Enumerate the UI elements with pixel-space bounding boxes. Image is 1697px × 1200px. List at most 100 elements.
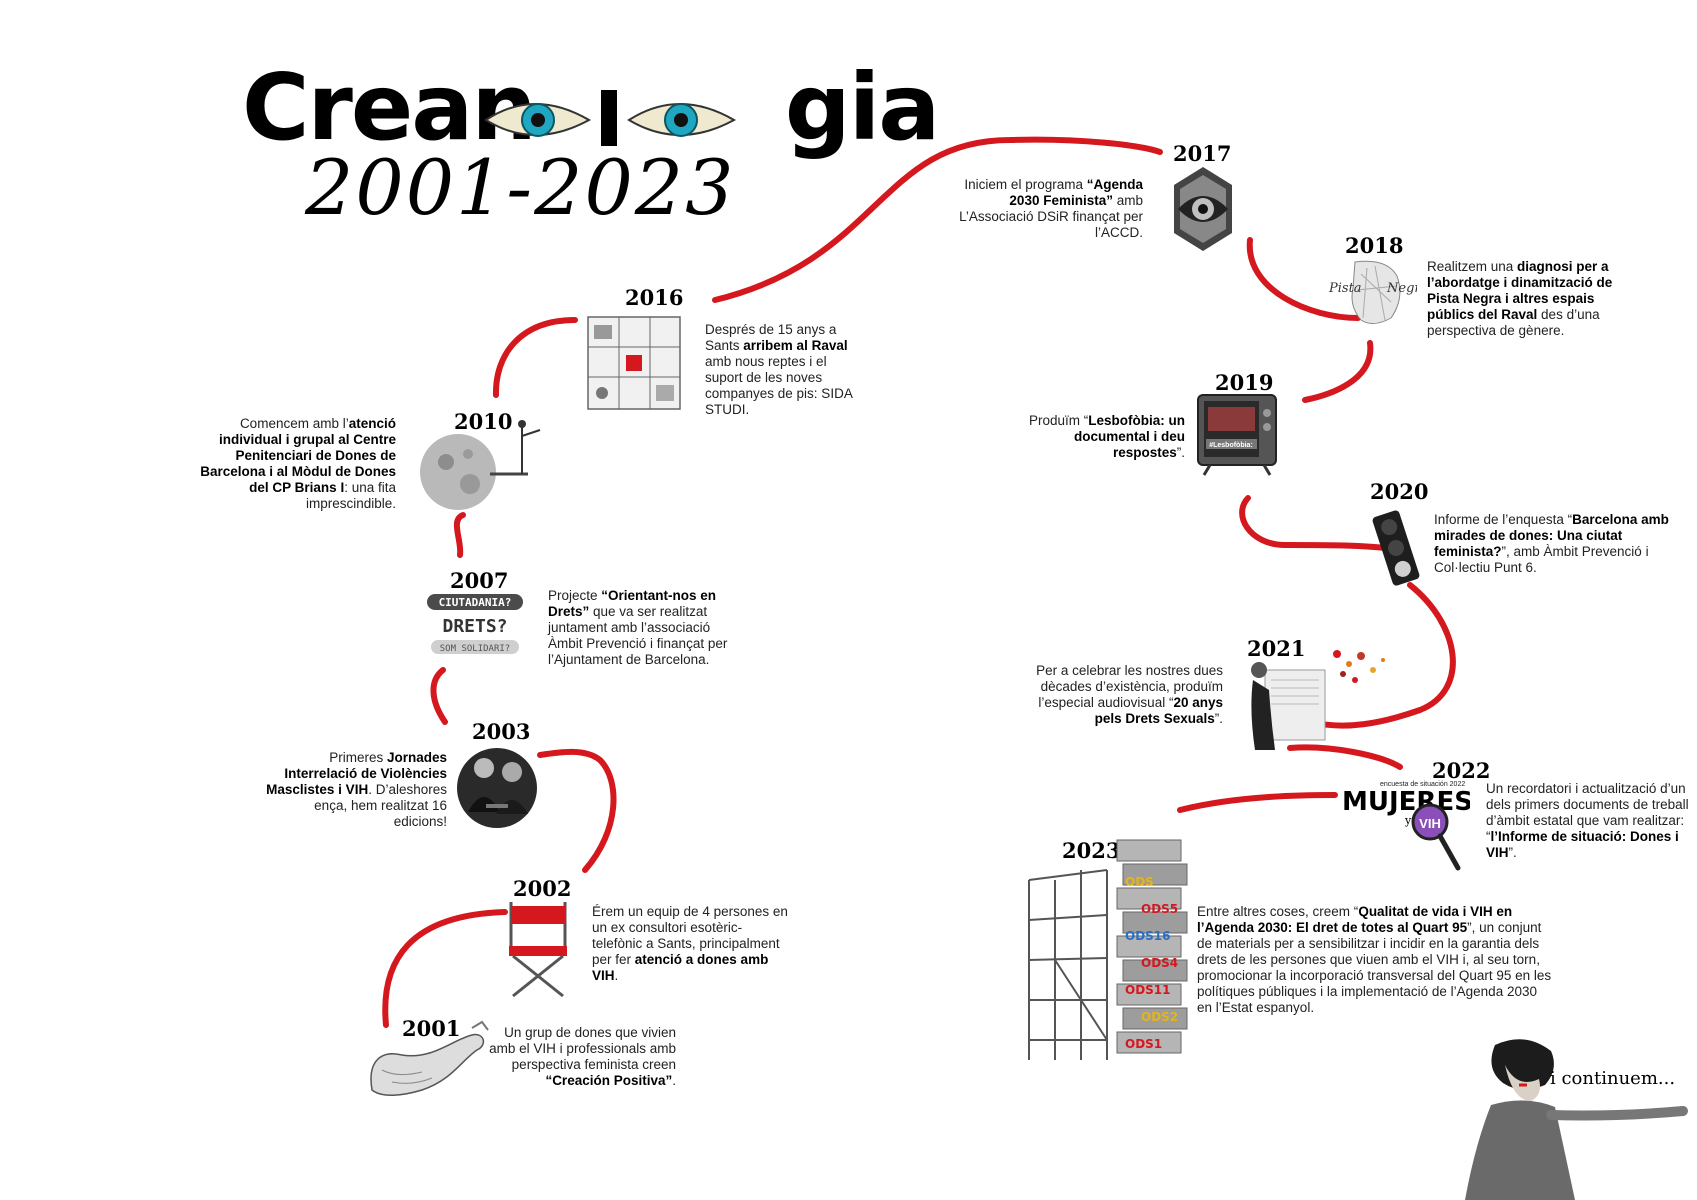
desc-highlight: Barcelona amb mirades de dones: Una ciut…	[1434, 512, 1669, 559]
newspaper-leaves-icon	[1251, 650, 1385, 750]
women-photo-icon	[457, 748, 537, 828]
desc-2020: Informe de l’enquesta “Barcelona amb mir…	[1434, 512, 1669, 576]
desc-2019: Produïm “Lesbofòbia: un documental i deu…	[1020, 413, 1185, 461]
year-2023: 2023	[1062, 838, 1121, 863]
desc-run: amb nous reptes i el suport de les noves…	[705, 354, 853, 417]
jenga-block-label: ODS11	[1125, 983, 1171, 997]
desc-2020-text: Informe de l’enquesta “Barcelona amb mir…	[1434, 512, 1669, 575]
year-2018: 2018	[1345, 233, 1404, 258]
page-subtitle: 2001-2023	[305, 143, 736, 232]
path-segment-2018-2019	[1302, 340, 1374, 403]
desc-2007: Projecte “Orientant-nos en Drets” que va…	[548, 588, 748, 668]
desc-2001-text: Un grup de dones que vivien amb el VIH i…	[489, 1025, 676, 1088]
tv-icon: #Lesbofòbia:	[1197, 394, 1277, 476]
desc-2022-text: Un recordatori i actualització d’un dels…	[1486, 781, 1689, 860]
desc-2016-text: Després de 15 anys a Sants arribem al Ra…	[705, 322, 852, 417]
map-label-right: Negra	[1386, 281, 1417, 296]
desc-highlight: “Orientant-nos en Drets”	[548, 588, 717, 619]
desc-highlight: “Agenda 2030 Feminista”	[1009, 177, 1143, 208]
desc-run: .	[614, 968, 619, 983]
desc-run: Érem un equip de 4 persones en un ex con…	[592, 904, 788, 967]
desc-highlight: arribem al Raval	[743, 338, 848, 353]
path-segment-2003-2007	[430, 667, 448, 725]
desc-2002: Érem un equip de 4 persones en un ex con…	[592, 904, 792, 984]
desc-2003: Primeres Jornades Interrelació de Violèn…	[262, 750, 447, 830]
rights-lettering-icon: CIUTADANIA? DRETS? SOM SOLIDARI?	[427, 594, 523, 654]
foot-icon	[370, 1020, 489, 1096]
desc-run: Realitzem una	[1427, 259, 1518, 274]
jenga-block-label: ODS16	[1125, 929, 1171, 943]
desc-run: ”, amb Àmbit Prevenció i Col·lectiu Punt…	[1434, 544, 1649, 575]
desc-run: : una fita imprescindible.	[305, 480, 396, 511]
desc-run: ”.	[1508, 845, 1517, 860]
woman-pointing-icon	[1465, 1039, 1688, 1200]
desc-2021-text: Per a celebrar les nostres dues dècades …	[1036, 663, 1223, 726]
desc-2010-text: Comencem amb l’atenció individual i grup…	[200, 416, 396, 511]
path-segment-2007-2010	[453, 512, 466, 558]
jenga-block-label: ODS	[1125, 875, 1154, 889]
title-letter-l-shape	[601, 90, 617, 146]
path-segment-2001-2002	[382, 909, 508, 1028]
desc-run: Després de 15 anys a Sants	[705, 322, 837, 353]
desc-2021: Per a celebrar les nostres dues dècades …	[1018, 663, 1223, 727]
desc-2007-text: Projecte “Orientant-nos en Drets” que va…	[548, 588, 727, 667]
year-2001: 2001	[402, 1016, 461, 1041]
desc-run: Entre altres coses, creem “	[1197, 904, 1359, 919]
year-2020: 2020	[1370, 479, 1429, 504]
jenga-block	[1122, 911, 1188, 934]
desc-2023: Entre altres coses, creem “Qualitat de v…	[1197, 904, 1552, 1016]
jenga-block-label: ODS5	[1141, 902, 1178, 916]
desc-run: Iniciem el programa	[964, 177, 1087, 192]
desc-highlight: Qualitat de vida i VIH en l’Agenda 2030:…	[1197, 904, 1513, 935]
jenga-block	[1122, 959, 1188, 982]
desc-2017-text: Iniciem el programa “Agenda 2030 Feminis…	[959, 177, 1143, 240]
building-icon	[587, 316, 681, 410]
title-part-start: Crean	[242, 54, 537, 161]
desc-run: .	[672, 1073, 676, 1088]
year-2007: 2007	[450, 568, 509, 593]
path-segment-2016-2017	[712, 136, 1163, 303]
desc-2023-text: Entre altres coses, creem “Qualitat de v…	[1197, 904, 1551, 1015]
path-segment-2002-2003	[537, 748, 617, 873]
jenga-block-label: ODS2	[1141, 1010, 1178, 1024]
director-chair-icon	[509, 902, 567, 998]
report-vih: VIH	[1419, 816, 1441, 831]
rights-word-3: SOM SOLIDARI?	[440, 644, 510, 654]
desc-highlight: “Creación Positiva”	[545, 1073, 673, 1088]
desc-run: Informe de l’enquesta “	[1434, 512, 1573, 527]
desc-run: Un grup de dones que vivien amb el VIH i…	[489, 1025, 676, 1072]
path-segment-2022-2023	[1177, 792, 1338, 813]
year-2016: 2016	[625, 285, 684, 310]
desc-2017: Iniciem el programa “Agenda 2030 Feminis…	[955, 177, 1143, 241]
desc-highlight: diagnosi per a l’abordatge i dinamitzaci…	[1427, 259, 1613, 322]
jenga-block	[1116, 983, 1182, 1006]
desc-run: amb L’Associació DSiR finançat per l’ACC…	[959, 193, 1143, 240]
jenga-block	[1116, 935, 1182, 958]
desc-run: que va ser realitzat juntament amb l’ass…	[548, 604, 728, 667]
year-2002: 2002	[513, 876, 572, 901]
desc-2001: Un grup de dones que vivien amb el VIH i…	[478, 1025, 676, 1089]
desc-highlight: atenció a dones amb VIH	[592, 952, 769, 983]
map-label-left: Pista	[1328, 281, 1362, 296]
desc-2019-text: Produïm “Lesbofòbia: un documental i deu…	[1029, 413, 1185, 460]
traffic-light-icon	[1372, 510, 1420, 586]
desc-run: ”, un conjunt de materials per a sensibi…	[1197, 920, 1552, 1015]
jenga-block	[1116, 887, 1182, 910]
desc-run: Projecte	[548, 588, 602, 603]
jenga-block	[1122, 863, 1188, 886]
year-2021: 2021	[1247, 636, 1306, 661]
path-segment-2021-2022	[1287, 744, 1403, 770]
rights-word-2: DRETS?	[442, 616, 507, 637]
desc-highlight: l’Informe de situació: Dones i VIH	[1486, 829, 1679, 860]
year-2010: 2010	[454, 409, 513, 434]
year-2003: 2003	[472, 719, 531, 744]
desc-2002-text: Érem un equip de 4 persones en un ex con…	[592, 904, 788, 983]
desc-highlight: Lesbofòbia: un documental i deu resposte…	[1073, 413, 1185, 460]
desc-2018: Realitzem una diagnosi per a l’abordatge…	[1427, 259, 1627, 339]
desc-2010: Comencem amb l’atenció individual i grup…	[198, 416, 396, 512]
desc-run: Per a celebrar les nostres dues dècades …	[1036, 663, 1223, 710]
